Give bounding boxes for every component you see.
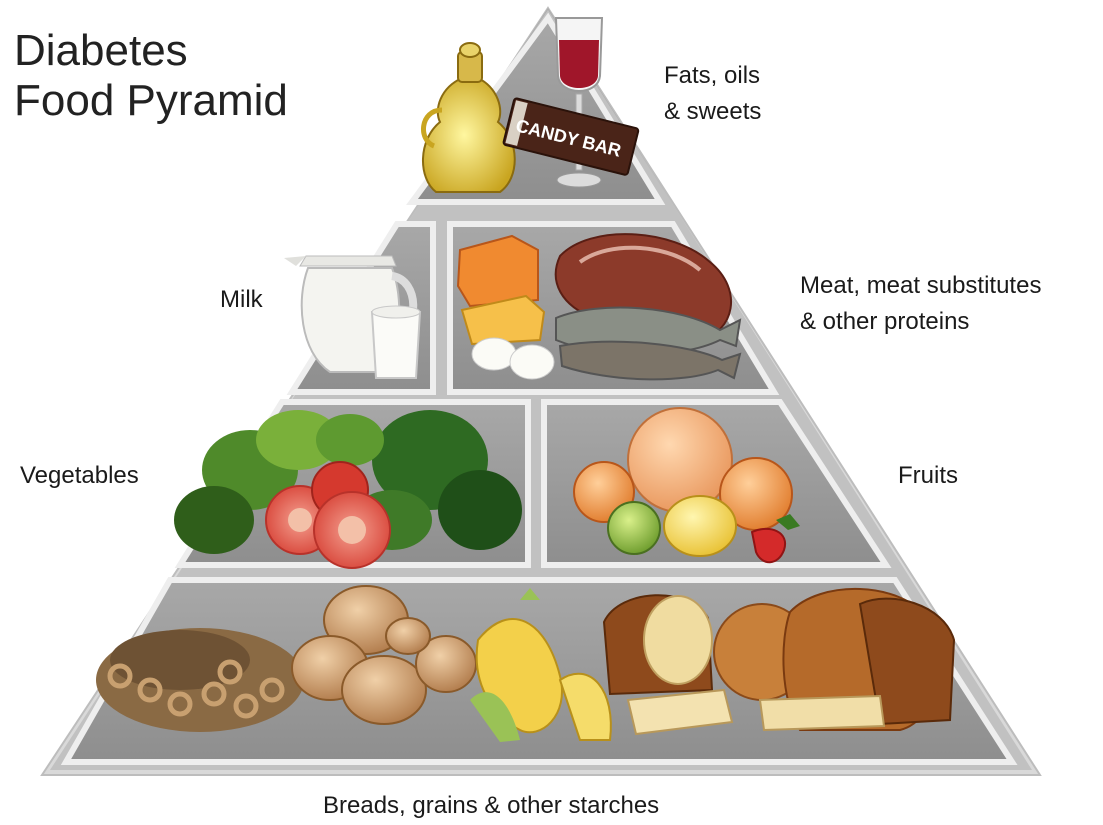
lime-icon (608, 502, 660, 554)
cereal-icon (96, 628, 304, 732)
label-vegetables: Vegetables (20, 458, 139, 494)
lemon-icon (664, 496, 736, 556)
label-breads: Breads, grains & other starches (323, 788, 659, 824)
label-fruits: Fruits (898, 458, 958, 494)
label-fats-line-1: Fats, oils (664, 58, 761, 94)
label-milk: Milk (220, 282, 263, 318)
label-meat-line-1: Meat, meat substitutes (800, 268, 1041, 304)
cheese-icon (458, 236, 544, 344)
bread-loaves-icon (604, 589, 954, 734)
label-fats-line-2: & sweets (664, 94, 761, 130)
grapefruit-icon (628, 408, 732, 512)
label-meat: Meat, meat substitutes & other proteins (800, 268, 1041, 340)
label-fats: Fats, oils & sweets (664, 58, 761, 130)
label-meat-line-2: & other proteins (800, 304, 1041, 340)
milk-glass-icon (372, 306, 420, 378)
